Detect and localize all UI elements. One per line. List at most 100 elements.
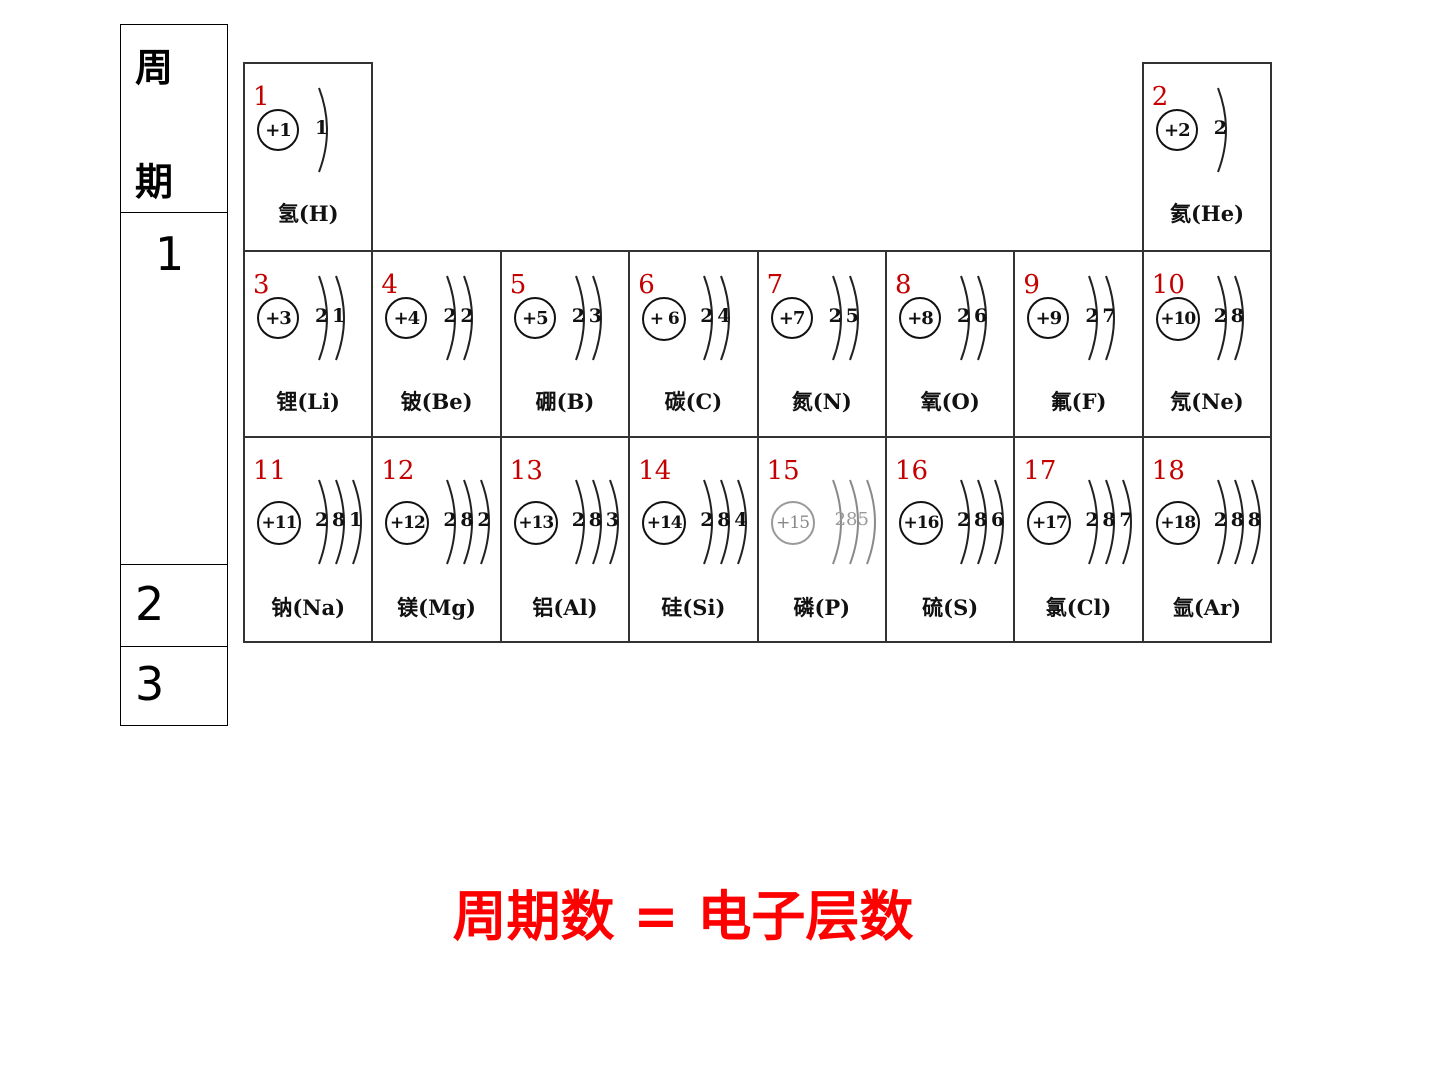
- electron-count: 4: [717, 305, 731, 327]
- shell-arc: [1088, 275, 1099, 361]
- nucleus-charge: +7: [770, 297, 813, 339]
- shell-arc: [1122, 479, 1133, 565]
- shell-arc: [737, 479, 748, 565]
- period-1-cell: 1: [121, 213, 227, 565]
- shell-arc: [335, 275, 345, 361]
- element-name: 磷(P): [793, 595, 851, 620]
- electron-count: 8: [460, 509, 474, 531]
- electron-count: 3: [588, 305, 603, 327]
- element-name: 硅(Si): [661, 595, 726, 620]
- electron-count: 2: [957, 509, 971, 531]
- shell-arc: [1105, 275, 1116, 361]
- electron-shell-arcs: [446, 275, 474, 361]
- electron-shell-arcs: [1088, 479, 1133, 565]
- electron-count: 2: [571, 305, 586, 327]
- nucleus-charge: +4: [385, 297, 428, 339]
- shell-arc: [848, 479, 859, 565]
- electron-shell-arcs: [318, 479, 362, 565]
- electron-count: 2: [1085, 509, 1099, 531]
- period-column: 周 期 1 2 3: [120, 24, 228, 726]
- nucleus-charge: +16: [899, 501, 943, 545]
- electron-count: 8: [1230, 509, 1245, 531]
- atomic-number: 12: [381, 456, 415, 486]
- shell-arc: [446, 275, 457, 361]
- electron-shell-arcs: [574, 275, 602, 361]
- electron-count: 2: [700, 305, 714, 327]
- shell-arc: [318, 87, 328, 173]
- atomic-number: 4: [381, 270, 398, 300]
- atomic-number: 7: [766, 270, 784, 300]
- period-3-cell: 3: [121, 647, 227, 725]
- period-header-char-2: 期: [135, 160, 174, 204]
- element-name: 镁(Mg): [397, 595, 476, 620]
- shell-arc: [977, 479, 987, 565]
- electron-count: 8: [974, 509, 988, 531]
- nucleus-charge: +12: [385, 501, 430, 545]
- electron-count: 7: [1102, 305, 1116, 327]
- element-name: 氦(He): [1169, 201, 1245, 226]
- electron-count: 2: [477, 509, 491, 531]
- atomic-number: 16: [895, 456, 929, 486]
- electron-count: 285: [834, 509, 869, 530]
- shell-arc: [1250, 479, 1261, 565]
- electron-count: 8: [1102, 509, 1116, 531]
- shell-arc: [720, 275, 731, 361]
- element-name: 氯(Cl): [1045, 595, 1112, 620]
- shell-arc: [574, 275, 585, 361]
- electron-count: 2: [443, 509, 457, 531]
- electron-count: 2: [443, 305, 457, 327]
- electron-shell-arcs: [703, 479, 748, 565]
- period-2-label: 2: [135, 577, 165, 631]
- shell-arc: [335, 479, 345, 565]
- electron-count: 8: [588, 509, 603, 531]
- atomic-number: 8: [895, 270, 912, 300]
- electron-shell-arcs: [960, 479, 1004, 565]
- electron-count: 8: [1230, 305, 1245, 327]
- shell-arc: [960, 275, 970, 361]
- electron-count: 1: [349, 509, 363, 531]
- atomic-number: 2: [1151, 82, 1169, 112]
- electron-shell-arcs: [1216, 275, 1244, 361]
- element-name: 铍(Be): [400, 389, 473, 414]
- shell-arc: [831, 479, 842, 565]
- shell-arc: [318, 275, 328, 361]
- electron-shell-arcs: [960, 275, 987, 361]
- shell-arc: [720, 479, 731, 565]
- atomic-number: 14: [638, 456, 672, 486]
- shell-arc: [960, 479, 970, 565]
- shell-arc: [352, 479, 362, 565]
- element-name: 锂(Li): [276, 389, 340, 414]
- electron-shell-arcs: [318, 275, 345, 361]
- electron-count: 1: [315, 117, 329, 139]
- nucleus-charge: +5: [513, 297, 556, 339]
- electron-count: 2: [700, 509, 714, 531]
- electron-shell-arcs: [1216, 87, 1227, 173]
- shell-arc: [318, 479, 328, 565]
- shell-arc: [848, 275, 859, 361]
- atomic-number: 9: [1023, 270, 1040, 300]
- atomic-number: 10: [1151, 270, 1185, 300]
- element-name: 氩(Ar): [1172, 595, 1242, 620]
- atomic-number: 18: [1151, 456, 1185, 486]
- electron-count: 2: [957, 305, 971, 327]
- conclusion-text: 周期数 = 电子层数: [452, 885, 914, 948]
- nucleus-charge: +17: [1027, 501, 1072, 545]
- atomic-number: 1: [253, 82, 270, 112]
- atomic-number: 3: [253, 270, 270, 300]
- shell-arc: [591, 275, 602, 361]
- electron-count: 7: [1119, 509, 1133, 531]
- shell-arc: [977, 275, 987, 361]
- electron-count: 2: [828, 305, 842, 327]
- shell-arc: [831, 275, 842, 361]
